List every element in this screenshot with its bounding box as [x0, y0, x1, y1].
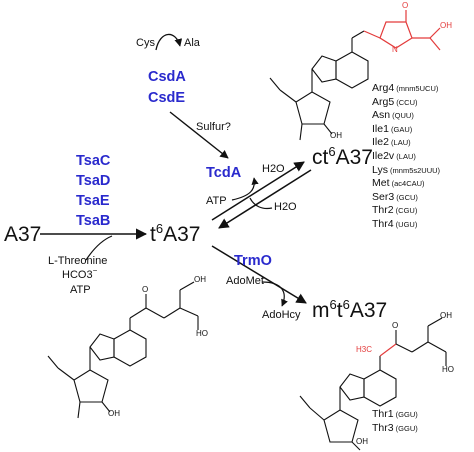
reagent-atp-tsa: ATP [70, 284, 91, 296]
enzyme-trmo: TrmO [234, 253, 272, 269]
arrow-t6-to-mst6 [211, 245, 307, 304]
reagent-ala: Ala [184, 37, 200, 49]
enzyme-tcda: TcdA [206, 165, 242, 181]
arrow-atp-h2o [231, 177, 259, 201]
trna-anticodon: (UGU) [393, 219, 418, 229]
reagent-h2o-lower: H2O [274, 201, 297, 213]
reagent-threonine: L-Threonine [48, 255, 108, 267]
arrow-sulfur [169, 111, 229, 159]
reagent-adomet: AdoMet [226, 275, 264, 287]
trna-anticodon: (QUU) [390, 111, 414, 121]
trna-anticodon: (ac4CAU) [389, 179, 425, 189]
trna-entry: Arg5 (CCU) [372, 96, 440, 110]
trna-anticodon: (LAU) [388, 138, 411, 148]
trna-entry: Ile1 (GAU) [372, 123, 440, 137]
arrow-ct6-to-t6 [218, 169, 312, 229]
atom-ho-t6: HO [196, 329, 208, 338]
trna-entry: Ile2v (LAU) [372, 150, 440, 164]
reagent-hco3: HCO3− [62, 266, 98, 281]
enzyme-tsab: TsaB [76, 213, 111, 229]
atom-o-ms: O [392, 321, 399, 330]
trna-entry: Thr4 (UGU) [372, 218, 440, 232]
arrow-cys-ala [155, 33, 183, 51]
arrow-h2o-return [249, 197, 273, 210]
atom-oh-ct6: OH [440, 21, 452, 30]
trna-anticodon: (CCU) [394, 97, 418, 107]
enzyme-csde: CsdE [148, 90, 186, 106]
reagent-cys: Cys [136, 37, 155, 49]
atom-n-ct6: N [392, 45, 398, 54]
enzyme-tsac: TsaC [76, 153, 111, 169]
atom-o-t6: O [142, 285, 149, 294]
trna-entry: Thr3 (GGU) [372, 422, 418, 436]
trna-entry: Arg4 (mnm5UCU) [372, 82, 440, 96]
node-a37: A37 [4, 223, 42, 246]
trna-anticodon: (mnm5s2UUU) [387, 165, 441, 175]
enzyme-csda: CsdA [148, 69, 186, 85]
trna-anticodon: (LAU) [394, 151, 416, 161]
trna-anticodon: (GGU) [393, 423, 418, 433]
node-ms-t6a37: m6t6A37 [312, 297, 388, 322]
trna-name: Ser3 [372, 190, 395, 203]
trna-name: Lys [372, 163, 388, 176]
atom-oh-ms: OH [440, 311, 452, 320]
trna-name: Ile2 [372, 136, 389, 149]
trna-anticodon: (mnm5UCU) [394, 84, 439, 93]
atom-ho-ms: HO [442, 365, 454, 374]
trna-anticodon: (GAU) [388, 124, 413, 134]
trna-name: Thr1 [372, 408, 394, 420]
trna-entry: Lys (mnm5s2UUU) [372, 164, 440, 178]
reagent-adohcy: AdoHcy [262, 309, 301, 321]
node-ct6a37: ct6A37 [312, 144, 373, 169]
reagent-h2o-upper: H2O [262, 163, 285, 175]
trna-list-ms-t6a: Thr1 (GGU)Thr3 (GGU) [372, 408, 418, 435]
trna-name: Thr3 [372, 421, 394, 434]
trna-name: Arg4 [372, 82, 395, 94]
trna-list-ct6a: Arg4 (mnm5UCU)Arg5 (CCU)Asn (QUU)Ile1 (G… [372, 82, 440, 232]
enzyme-tsae: TsaE [76, 193, 110, 209]
node-t6a37: t6A37 [150, 221, 201, 246]
trna-name: Ile1 [372, 122, 389, 135]
trna-name: Ile2v [372, 149, 395, 162]
atom-h3c-ms: H3C [356, 345, 373, 354]
reagent-sulfur: Sulfur? [196, 121, 231, 133]
trna-anticodon: (GCU) [394, 192, 418, 202]
atom-oh-t6: OH [194, 275, 206, 284]
trna-name: Thr4 [372, 217, 394, 230]
trna-anticodon: (CGU) [393, 206, 418, 216]
arrow-t6-to-ct6 [211, 161, 305, 221]
atom-oh-ribose-ct6: OH [330, 131, 342, 140]
trna-entry: Ile2 (LAU) [372, 136, 440, 150]
trna-name: Asn [372, 109, 391, 122]
enzyme-tsad: TsaD [76, 173, 111, 189]
trna-name: Met [372, 177, 390, 190]
trna-entry: Thr1 (GGU) [372, 408, 418, 422]
trna-entry: Met (ac4CAU) [372, 177, 440, 191]
arrow-threonine [85, 235, 113, 261]
trna-entry: Ser3 (GCU) [372, 191, 440, 205]
trna-entry: Asn (QUU) [372, 109, 440, 123]
atom-oh-ribose-t6: OH [108, 409, 120, 418]
trna-name: Arg5 [372, 95, 395, 108]
atom-o-ct6: O [402, 1, 409, 10]
atom-oh-ribose-ms: OH [356, 437, 368, 446]
trna-name: Thr2 [372, 204, 394, 217]
trna-entry: Thr2 (CGU) [372, 204, 440, 218]
reagent-atp-tcda: ATP [206, 195, 227, 207]
arrow-adomet-adohcy [261, 281, 288, 307]
trna-anticodon: (GGU) [393, 410, 418, 419]
